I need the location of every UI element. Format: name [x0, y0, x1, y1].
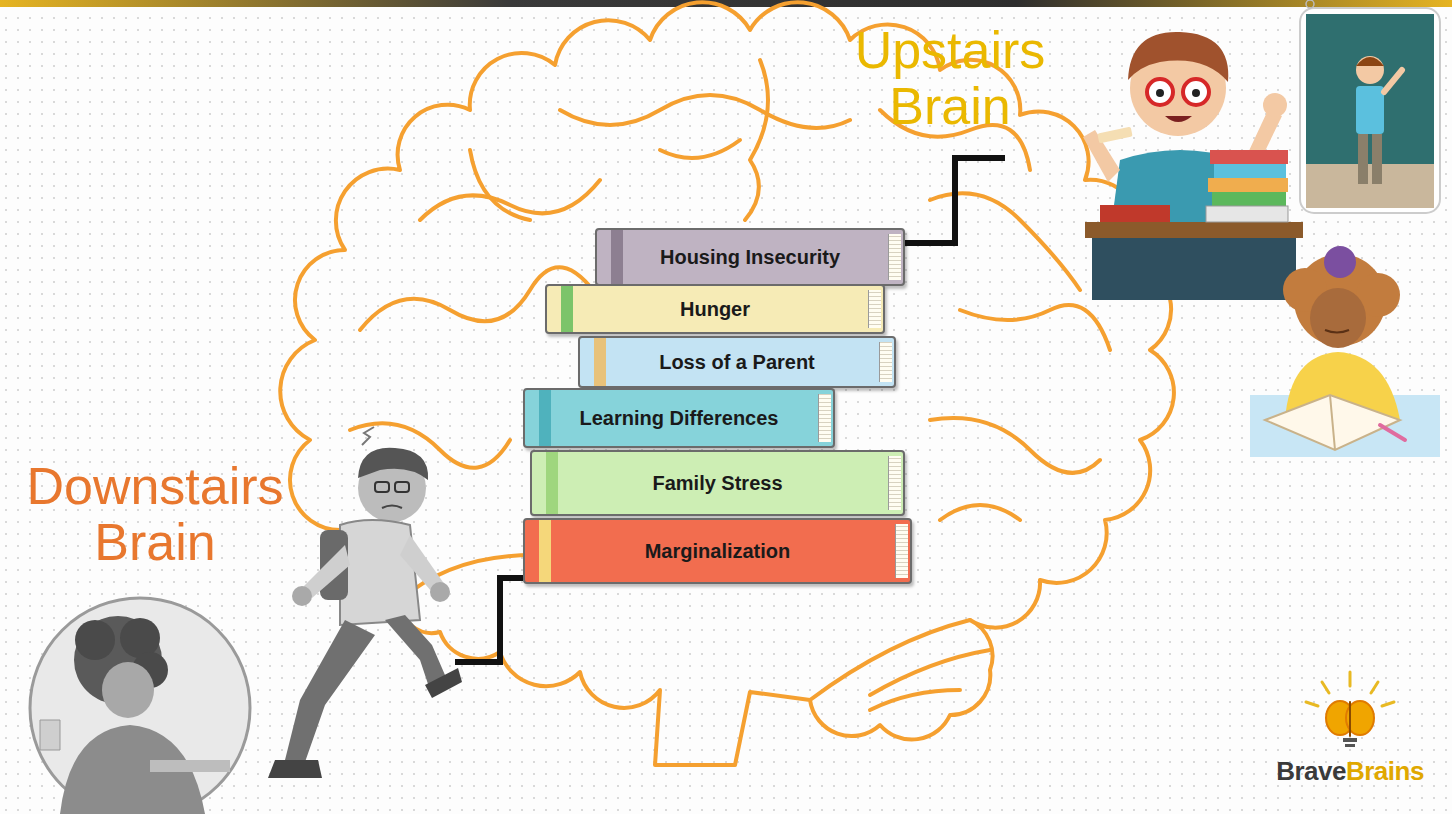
book-spine-band [594, 338, 606, 386]
book-pages [868, 290, 881, 328]
book-pages [888, 234, 901, 280]
book-box: Marginalization [523, 518, 912, 584]
logo-icon [1306, 672, 1394, 747]
girl-reading-illustration [1250, 246, 1440, 457]
logo-wordmark: BraveBrains [1270, 756, 1430, 787]
book-pages [879, 342, 892, 382]
book-pages [818, 394, 831, 442]
book-title: Family Stress [648, 472, 786, 495]
book-title: Learning Differences [576, 407, 783, 430]
book-spine-band [546, 452, 558, 514]
book-title: Loss of a Parent [655, 351, 819, 374]
book-title: Hunger [676, 298, 754, 321]
sad-girl-illustration [30, 598, 250, 814]
book-spine-band [539, 520, 551, 582]
book-spine-band [561, 286, 573, 332]
book-pages [888, 456, 901, 510]
book-box: Family Stress [530, 450, 905, 516]
book-spine-band [539, 390, 551, 446]
book-box: Housing Insecurity [595, 228, 905, 286]
book-box: Loss of a Parent [578, 336, 896, 388]
brain-level-label: Downstairs Brain [5, 458, 305, 570]
book-title: Housing Insecurity [656, 246, 844, 269]
book-box: Hunger [545, 284, 885, 334]
logo-word: Brave [1276, 756, 1346, 787]
book-pages [895, 524, 908, 578]
boy-at-chalkboard-illustration [1300, 0, 1440, 213]
book-box: Learning Differences [523, 388, 835, 448]
book-spine-band [611, 230, 623, 284]
brain-level-label: Upstairs Brain [830, 22, 1070, 134]
happy-boy-at-desk-illustration [1083, 32, 1303, 300]
angry-boy-illustration [268, 427, 462, 778]
book-title: Marginalization [641, 540, 795, 563]
logo-word: Brains [1346, 756, 1424, 787]
